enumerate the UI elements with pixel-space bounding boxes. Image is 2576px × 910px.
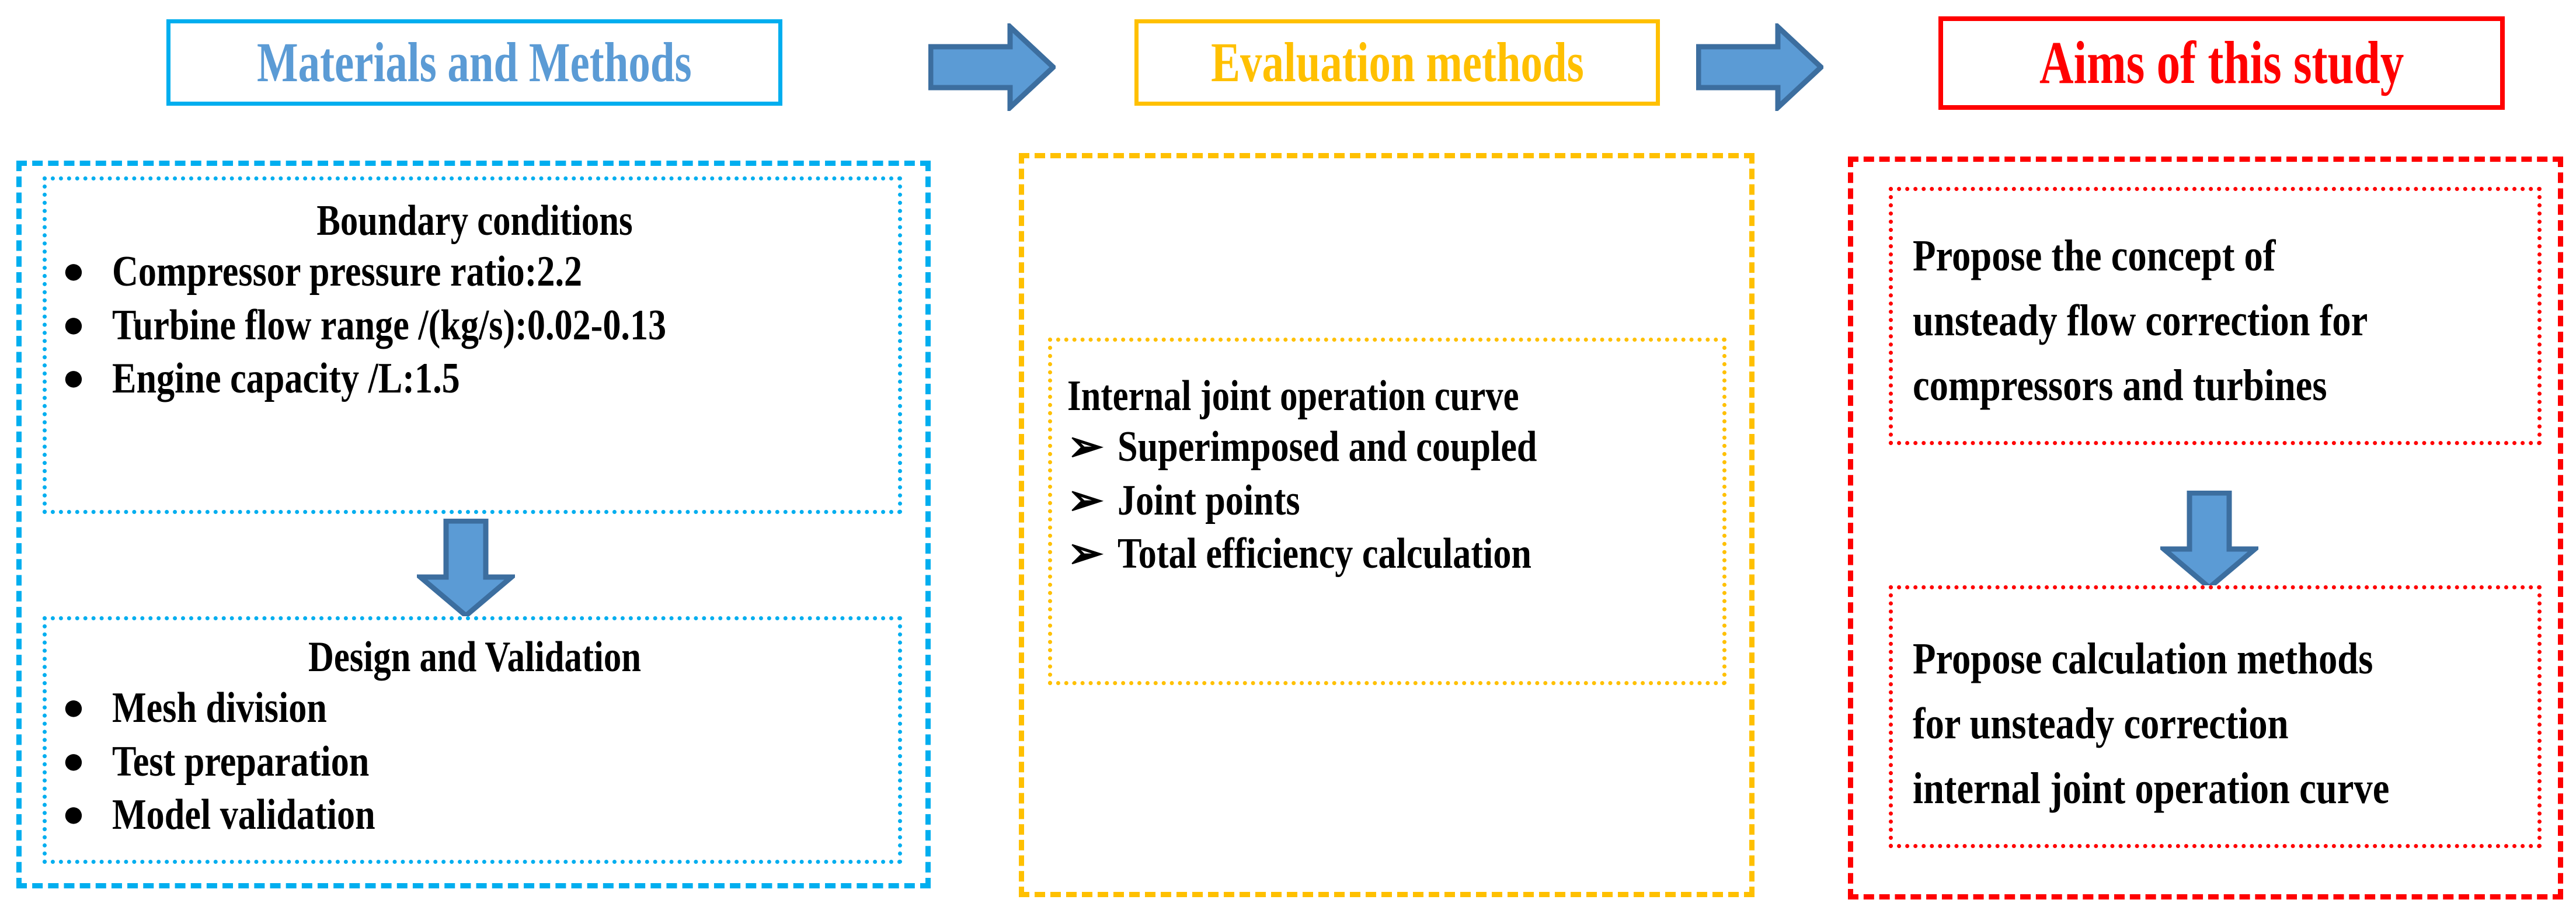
arrowhead-bullet-icon: ➢ — [1067, 530, 1104, 578]
column-container-aims-of-this-study — [1848, 157, 2563, 899]
bullet-list-boundary-conditions: ● Compressor pressure ratio:2.2 ● Turbin… — [62, 245, 887, 406]
list-item-label: Mesh division — [112, 683, 327, 732]
panel-propose-calculation-methods: Propose calculation methods for unsteady… — [1889, 585, 2542, 848]
panel-title-boundary-conditions: Boundary conditions — [316, 197, 633, 245]
bullet-list-design-and-validation: ● Mesh division ● Test preparation ● Mod… — [62, 682, 887, 842]
list-item: ● Compressor pressure ratio:2.2 — [62, 245, 887, 299]
list-item: ● Mesh division — [62, 682, 887, 735]
header-title-materials-and-methods: Materials and Methods — [257, 31, 692, 93]
column-container-evaluation-methods — [1019, 153, 1755, 897]
list-item-label: Turbine flow range /(kg/s):0.02-0.13 — [112, 301, 667, 349]
list-item-label: Engine capacity /L:1.5 — [112, 355, 460, 403]
panel-title-design-and-validation: Design and Validation — [308, 633, 641, 681]
list-item: ➢ Total efficiency calculation — [1067, 527, 1712, 581]
flow-arrow-down-icon-materials — [417, 519, 515, 618]
header-title-aims-of-this-study: Aims of this study — [2039, 29, 2404, 96]
panel-text-line: Propose the concept of — [1913, 231, 2276, 280]
list-item-label: Compressor pressure ratio:2.2 — [112, 247, 583, 296]
panel-title-internal-joint-operation-curve: Internal joint operation curve — [1067, 372, 1519, 420]
panel-text-line: for unsteady correction — [1913, 699, 2289, 748]
panel-boundary-conditions: Boundary conditions ● Compressor pressur… — [43, 176, 902, 514]
list-item: ● Test preparation — [62, 735, 887, 789]
disc-bullet-icon: ● — [62, 739, 85, 782]
bullet-list-internal-joint-operation-curve: ➢ Superimposed and coupled ➢ Joint point… — [1067, 421, 1712, 581]
column-container-materials-and-methods — [16, 161, 931, 888]
panel-propose-unsteady-flow-correction: Propose the concept of unsteady flow cor… — [1889, 187, 2542, 445]
disc-bullet-icon: ● — [62, 303, 85, 346]
list-item-label: Test preparation — [112, 737, 370, 786]
header-box-aims-of-this-study: Aims of this study — [1938, 16, 2505, 110]
list-item: ● Model validation — [62, 789, 887, 842]
disc-bullet-icon: ● — [62, 793, 85, 836]
panel-text-line: unsteady flow correction for — [1913, 296, 2368, 345]
panel-internal-joint-operation-curve: Internal joint operation curve ➢ Superim… — [1048, 338, 1726, 685]
panel-text-line: compressors and turbines — [1913, 360, 2327, 410]
list-item: ➢ Superimposed and coupled — [1067, 421, 1712, 474]
list-item-label: Joint points — [1118, 476, 1300, 525]
header-title-evaluation-methods: Evaluation methods — [1210, 31, 1584, 93]
panel-text-line: Propose calculation methods — [1913, 634, 2373, 683]
list-item: ● Turbine flow range /(kg/s):0.02-0.13 — [62, 299, 887, 353]
list-item-label: Total efficiency calculation — [1118, 530, 1531, 578]
arrowhead-bullet-icon: ➢ — [1067, 476, 1104, 525]
header-box-materials-and-methods: Materials and Methods — [166, 19, 782, 106]
header-box-evaluation-methods: Evaluation methods — [1134, 19, 1660, 106]
disc-bullet-icon: ● — [62, 685, 85, 728]
list-item-label: Model validation — [112, 791, 375, 839]
flow-arrow-right-icon-2 — [1696, 23, 1823, 111]
arrowhead-bullet-icon: ➢ — [1067, 422, 1104, 471]
panel-design-and-validation: Design and Validation ● Mesh division ● … — [43, 616, 902, 864]
disc-bullet-icon: ● — [62, 356, 85, 400]
flow-arrow-down-icon-aims — [2160, 491, 2258, 590]
flow-arrow-right-icon-1 — [928, 23, 1056, 111]
list-item: ● Engine capacity /L:1.5 — [62, 352, 887, 406]
panel-text-line: internal joint operation curve — [1913, 763, 2390, 813]
list-item-label: Superimposed and coupled — [1118, 422, 1537, 471]
disc-bullet-icon: ● — [62, 249, 85, 292]
list-item: ➢ Joint points — [1067, 474, 1712, 528]
